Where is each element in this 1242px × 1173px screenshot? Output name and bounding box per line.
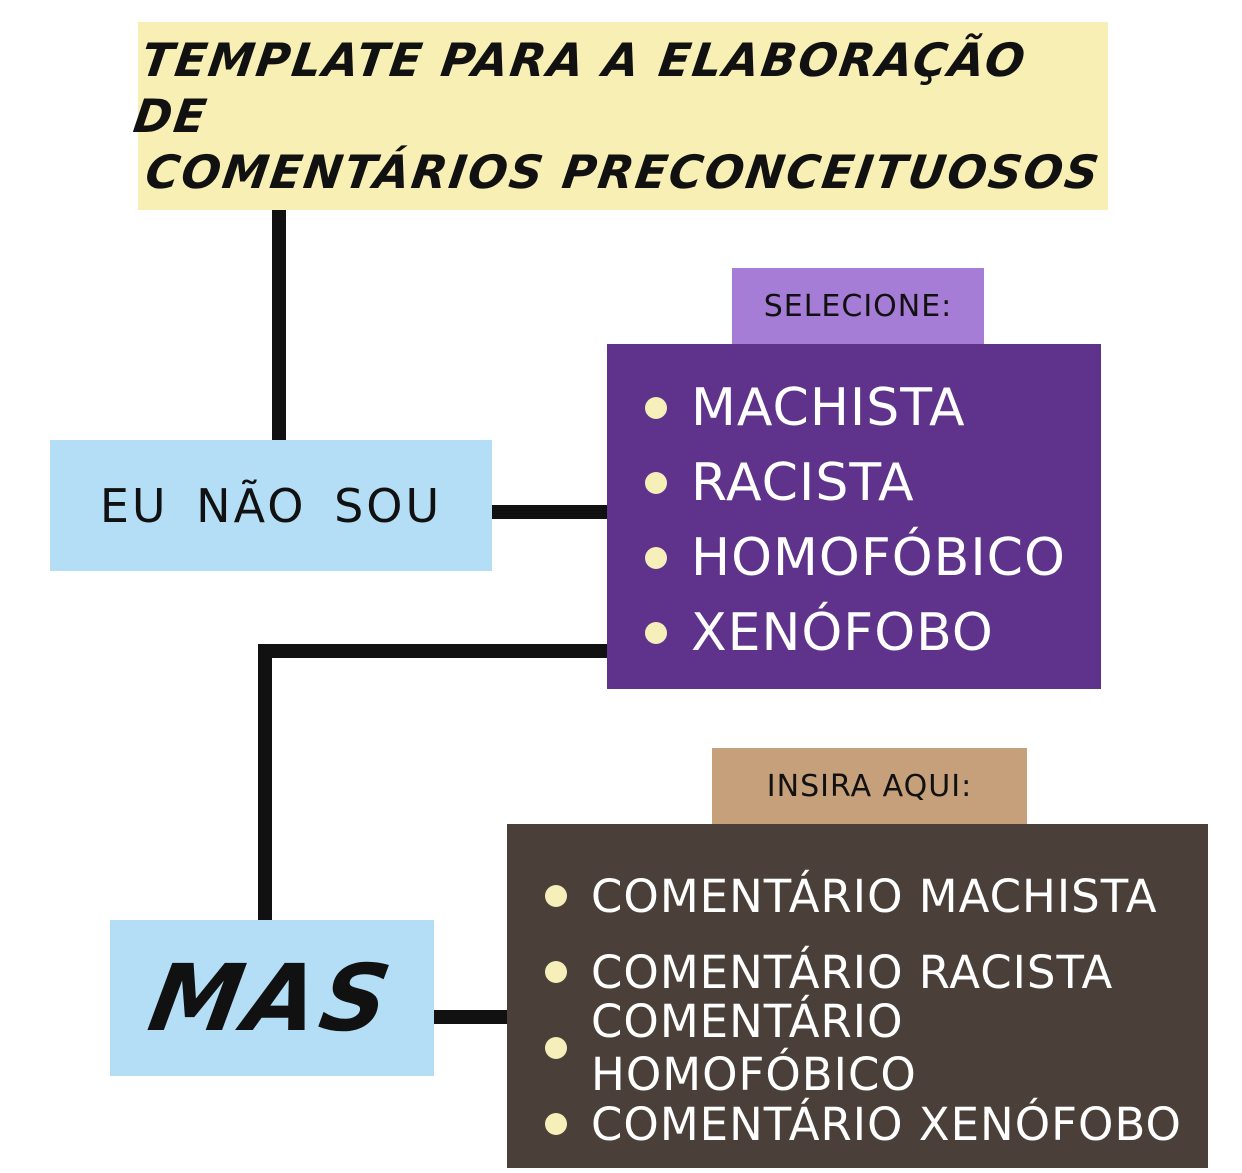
connector-title-to-eu <box>272 210 286 442</box>
bullet-icon <box>645 396 667 419</box>
option-label: RACISTA <box>691 452 915 513</box>
list-item: RACISTA <box>645 445 1101 520</box>
option-label: XENÓFOBO <box>691 602 994 663</box>
connector-selecione-to-mas-vertical <box>258 644 272 922</box>
connector-eu-to-selecione <box>492 505 608 519</box>
eu-nao-sou-box: EU NÃO SOU <box>50 440 492 571</box>
bullet-icon <box>645 546 667 569</box>
list-item: COMENTÁRIO MACHISTA <box>545 858 1208 934</box>
selecione-tab: SELECIONE: <box>732 268 984 344</box>
list-item: COMENTÁRIO RACISTA <box>545 934 1208 1010</box>
option-label: HOMOFÓBICO <box>691 527 1066 588</box>
comment-label: COMENTÁRIO MACHISTA <box>591 869 1158 923</box>
selecione-options-box: MACHISTA RACISTA HOMOFÓBICO XENÓFOBO <box>607 344 1101 689</box>
insira-tab: INSIRA AQUI: <box>712 748 1027 824</box>
comment-label: COMENTÁRIO RACISTA <box>591 945 1114 999</box>
mas-label: MAS <box>142 944 402 1052</box>
bullet-icon <box>645 621 667 644</box>
list-item: COMENTÁRIO XENÓFOBO <box>545 1086 1208 1162</box>
selecione-label: SELECIONE: <box>763 288 953 324</box>
mas-box: MAS <box>110 920 434 1076</box>
bullet-icon <box>545 1037 567 1059</box>
connector-selecione-to-mas-horizontal <box>258 644 608 658</box>
list-item: XENÓFOBO <box>645 595 1101 670</box>
option-label: MACHISTA <box>691 377 966 438</box>
diagram-title: TEMPLATE PARA A ELABORAÇÃO DE COMENTÁRIO… <box>130 22 1108 210</box>
bullet-icon <box>645 471 667 494</box>
list-item: COMENTÁRIO HOMOFÓBICO <box>545 995 1208 1101</box>
bullet-icon <box>545 961 567 983</box>
insira-options-box: COMENTÁRIO MACHISTA COMENTÁRIO RACISTA C… <box>507 824 1208 1168</box>
title-line-1: TEMPLATE PARA A ELABORAÇÃO DE <box>130 33 1031 143</box>
comment-label: COMENTÁRIO XENÓFOBO <box>591 1097 1182 1151</box>
connector-mas-to-insira <box>434 1010 508 1024</box>
title-line-2: COMENTÁRIOS PRECONCEITUOSOS <box>142 145 1104 199</box>
bullet-icon <box>545 885 567 907</box>
eu-nao-sou-label: EU NÃO SOU <box>99 478 443 533</box>
comment-label: COMENTÁRIO HOMOFÓBICO <box>591 995 917 1101</box>
bullet-icon <box>545 1113 567 1135</box>
list-item: HOMOFÓBICO <box>645 520 1101 595</box>
list-item: MACHISTA <box>645 370 1101 445</box>
insira-label: INSIRA AQUI: <box>766 768 973 804</box>
